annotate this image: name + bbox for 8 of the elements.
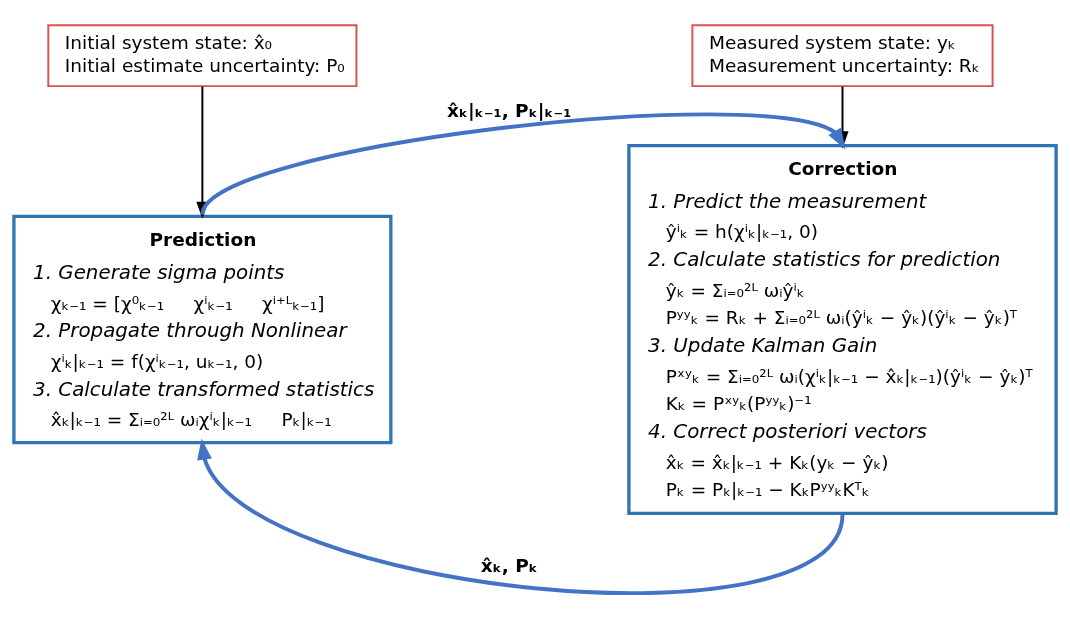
edge-label: x̂ₖ|ₖ₋₁, Pₖ|ₖ₋₁: [447, 99, 572, 121]
arrow: [200, 112, 846, 216]
edge-label: x̂ₖ, Pₖ: [480, 554, 538, 576]
node-box: Correction 1. Predict the measurement ŷⁱₖ = h(χⁱₖ|ₖ₋₁, 0) 2. Calculate statistics for prediction ŷₖ = Σᵢ₌₀²ᴸ ωᵢŷⁱₖ Pʸʸₖ = Rₖ + Σᵢ₌₀²ᴸ ωᵢ(ŷⁱₖ − ŷₖ)(ŷⁱₖ − ŷₖ)ᵀ 3. Update Kalman Gain Pˣʸₖ = Σᵢ₌₀²ᴸ ωᵢ(χⁱₖ|ₖ₋₁ − x̂ₖ|ₖ₋₁)(ŷⁱₖ − ŷₖ)ᵀ Kₖ = Pˣʸₖ(Pʸʸₖ)⁻¹ 4. Correct posteriori vectors x̂ₖ = x̂ₖ|ₖ₋₁ + Kₖ(yₖ − ŷₖ) Pₖ = Pₖ|ₖ₋₁ − KₖPʸʸₖKᵀₖ: [627, 144, 1058, 515]
node-box: Prediction 1. Generate sigma points χₖ₋₁ = [χ⁰ₖ₋₁ χⁱₖ₋₁ χⁱ⁺ᴸₖ₋₁] 2. Propagate through Nonlinear χⁱₖ|ₖ₋₁ = f(χⁱₖ₋₁, uₖ₋₁, 0) 3. Calculate transformed statistics x̂ₖ|ₖ₋₁ = Σᵢ₌₀²ᴸ ωᵢχⁱₖ|ₖ₋₁ Pₖ|ₖ₋₁: [12, 214, 393, 445]
node-box: Measured system state: yₖ Measurement uncertainty: Rₖ: [691, 24, 994, 88]
arrow: [197, 438, 845, 595]
node-box: Initial system state: x̂₀ Initial estimate uncertainty: P₀: [47, 24, 358, 88]
